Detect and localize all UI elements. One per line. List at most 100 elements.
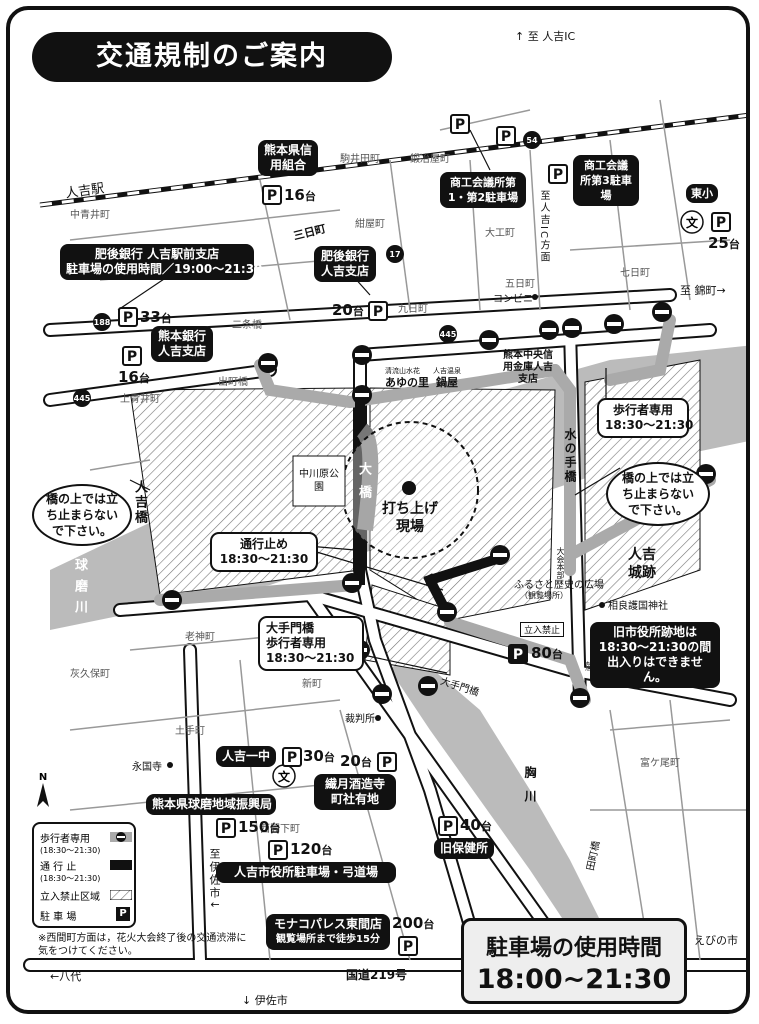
entry-prohibited-tag: 立入禁止 [520,622,565,637]
legend-pedestrian-swatch [110,832,132,842]
legend-box: 歩行者専用 (18:30～21:30) 通 行 止 (18:30～21:30) … [32,822,136,928]
parking-label-monaco: モナコパレス東間店観覧場所まで徒歩15分 [266,914,390,950]
compass-north-label: N [38,772,48,783]
launch-site-label: 打ち上げ現場 [382,501,438,535]
parking-label-kumamoto-shinkumi: 熊本県信用組合 [258,140,318,176]
notice-title: 通行止め [239,537,288,551]
parking-sub: 観覧場所まで徒歩15分 [276,934,380,945]
parking-unit: 台 [352,305,364,318]
edge-label-isa: ↓ 伊佐市 [242,994,288,1007]
parking-icon: P [496,126,516,146]
parking-count: 25台 [708,234,740,252]
parking-label-shiyakusho: 人吉市役所駐車場・弓道場 [216,862,396,883]
notice-time: 18:30～21:30 [266,651,355,665]
parking-count: 200台 [392,914,434,932]
parking-icon: P [711,212,731,232]
parking-icon: P [118,307,138,327]
legend-label: 通 行 止 [40,862,77,873]
parking-label-higo-hitoyoshi: 肥後銀行人吉支店 [314,246,376,282]
river-kuma-label: 球磨川 [72,558,87,621]
parking-hours-title: 駐車場の使用時間 [485,936,662,961]
svg-text:文: 文 [686,215,699,230]
legend-time: (18:30～21:30) [40,874,101,883]
area-kami-aoi: 上青井町 [120,394,160,405]
parking-count-value: 40 [460,816,481,834]
parking-count: 33台 [140,308,172,326]
poi-castle: 人吉城跡 [628,547,656,581]
legend-closed-swatch [110,860,132,870]
parking-unit: 台 [360,756,372,769]
parking-label-shokokai-12: 商工会議所第1・第2駐車場 [440,172,526,208]
parking-count: 80台 [531,644,563,662]
legend-row-pedestrian: 歩行者専用 (18:30～21:30) [40,830,134,856]
svg-text:文: 文 [278,769,291,784]
parking-icon: P [122,346,142,366]
notice-time: 18:30～21:30 [219,552,309,566]
parking-sub: 駐車場の使用時間／19:00～21:30 [66,262,263,276]
poi-ayunosato: あゆの里 [385,376,429,389]
edge-label-ic-road: 至人吉IC方面 [538,190,549,264]
area-shin: 新町 [302,679,322,690]
poi-taikai: 大会本部 [556,547,565,579]
parking-name: 熊本県信用組合 [264,143,313,172]
legend-label: 歩行者専用 [40,834,90,845]
legend-parking-icon: P [116,907,130,921]
poi-eikokuji: 永国寺 [132,762,162,773]
parking-count: 16台 [118,368,150,386]
area-kokonoka: 九日町 [398,304,428,315]
parking-label-hitoyoshi-ichu: 人吉一中 [216,746,276,767]
parking-label-kumamoto-bank: 熊本銀行人吉支店 [151,326,213,362]
bridge-mizu-label: 水の手橋 [563,428,577,484]
svg-text:17: 17 [389,250,400,259]
parking-icon: P [216,818,236,838]
area-nijo: 二条橋 [232,320,262,331]
parking-count: 40台 [460,816,492,834]
parking-count: 30台 [303,747,335,765]
traffic-note: ※西間町方面は，花火大会終了後の交通渋滞に気をつけてください。 [38,933,247,957]
svg-text:445: 445 [440,330,457,339]
parking-count: 150台 [238,818,280,836]
parking-label-kyu-hoken: 旧保健所 [434,838,494,859]
parking-icon: P [548,164,568,184]
poi-nabeya-sub: 人吉温泉 [433,367,461,375]
notice-title: 歩行者専用 [612,403,673,417]
poi-shrine: 相良護国神社 [608,601,668,612]
parking-icon: P [282,747,302,767]
parking-icon: P [438,816,458,836]
parking-count-value: 200 [392,914,424,932]
poi-chuo-shinkin: 熊本中央信用金庫人吉支店 [503,350,553,385]
area-fukae: 富ケ尾町 [640,758,680,769]
parking-icon: P [268,840,288,860]
parking-label-higo-station: 肥後銀行 人吉駅前支店駐車場の使用時間／19:00～21:30 [60,244,263,280]
parking-label-shokokai-3: 商工会議所第3駐車場 [573,155,639,206]
poi-saibansho: 裁判所 [345,714,375,725]
parking-icon: P [450,114,470,134]
poi-furusato: ふるさと歴史の広場 [514,580,604,591]
parking-count: 20台 [340,752,372,770]
parking-icon: P [508,644,528,664]
parking-count-value: 120 [290,840,322,858]
legend-row-no-entry: 立入禁止区域 [40,888,134,903]
legend-label: 立入禁止区域 [40,892,100,903]
area-demachi: 出町橋 [218,377,248,388]
parking-label-kenmin: 熊本県球磨地域振興局 [146,794,276,815]
compass: N [36,772,50,810]
poi-furusato-sub: （観覧場所） [520,591,568,600]
edge-label-ebino: えびの市 [694,934,738,947]
area-nanoka: 七日町 [620,268,650,279]
area-oigami: 老神町 [185,632,215,643]
poi-ayu-sub: 清流山水花 [385,367,420,375]
parking-label-higashi-sho: 東小 [686,184,718,203]
parking-unit: 台 [160,312,172,325]
area-naka-aoi: 中青井町 [70,210,110,221]
parking-icon: P [398,936,418,956]
legend-row-closed: 通 行 止 (18:30～21:30) [40,858,134,884]
svg-text:188: 188 [94,318,111,327]
closure-points [162,302,716,708]
parking-name: 肥後銀行 人吉駅前支店 [94,247,220,261]
svg-text:445: 445 [74,394,91,403]
parking-name: モナコパレス東間店 [273,917,382,931]
legend-label: 駐 車 場 [40,912,77,923]
poi-konbini: コンビニ [493,294,533,305]
compass-arrow-icon [37,783,49,807]
